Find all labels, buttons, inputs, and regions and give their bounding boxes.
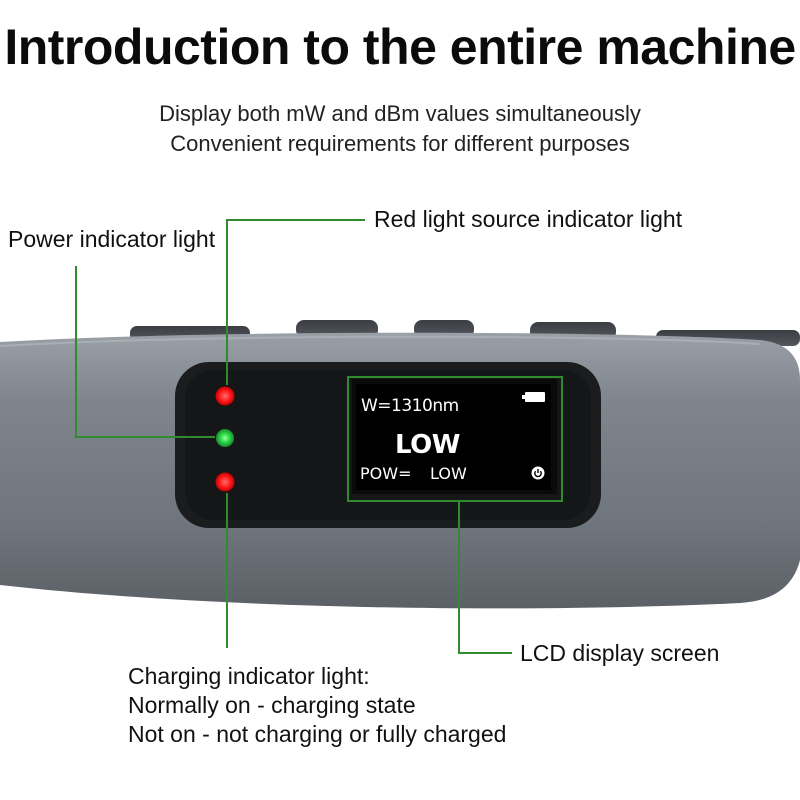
page-title: Introduction to the entire machine	[4, 19, 796, 75]
lcd-power-label: POW=	[360, 464, 412, 483]
callout-line-lcd	[458, 501, 512, 654]
battery-icon	[522, 392, 545, 402]
lcd-wavelength: W=1310nm	[361, 396, 459, 416]
lcd-main-value: LOW	[395, 430, 460, 460]
power-icon	[531, 466, 545, 480]
charging-indicator	[215, 472, 235, 492]
lcd-content: W=1310nm LOW POW= LOW	[357, 384, 550, 489]
lcd-power-value: LOW	[430, 464, 467, 483]
callout-box-lcd	[347, 376, 563, 502]
lcd-screen	[356, 384, 551, 490]
subtitle-line-2: Convenient requirements for different pu…	[170, 131, 630, 156]
power-indicator-label: Power indicator light	[8, 226, 216, 252]
red-light-indicator-label: Red light source indicator light	[374, 206, 683, 232]
callout-line-red	[226, 219, 365, 385]
red-light-indicator	[215, 386, 235, 406]
charging-indicator-description: Charging indicator light: Normally on - …	[128, 662, 506, 749]
charging-label-line-1: Charging indicator light:	[128, 663, 370, 689]
callout-line-power	[75, 266, 215, 438]
power-indicator	[216, 429, 234, 447]
lcd-display-label: LCD display screen	[520, 640, 720, 666]
callout-lines	[75, 219, 563, 654]
subtitle-line-1: Display both mW and dBm values simultane…	[159, 101, 641, 126]
charging-label-line-2: Normally on - charging state	[128, 692, 416, 718]
charging-label-line-3: Not on - not charging or fully charged	[128, 721, 507, 747]
